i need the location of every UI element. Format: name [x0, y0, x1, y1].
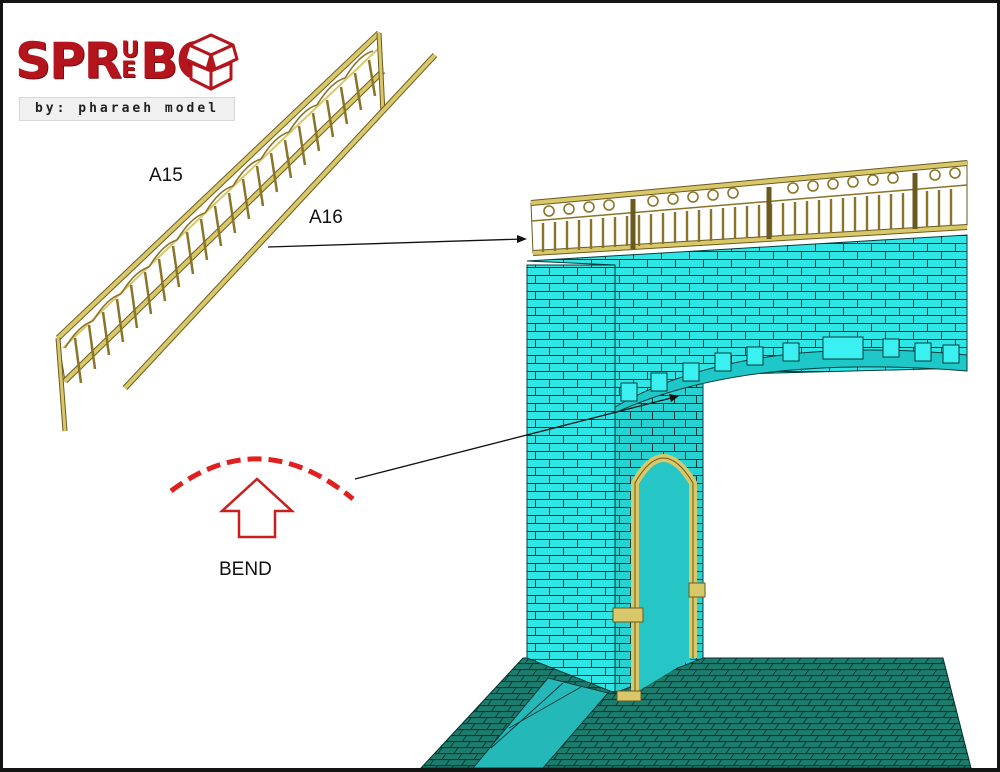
railing-installed [530, 160, 968, 256]
arch-underside [614, 349, 968, 414]
label-bend: BEND [219, 559, 272, 580]
steps [472, 677, 609, 768]
railing-part-a15 [55, 30, 386, 432]
logo-word-mid-bottom: E [121, 58, 137, 83]
bridge-structure [420, 234, 972, 768]
diagram-canvas: SPR U E BO by: pharaeh model [3, 3, 997, 768]
doorway [634, 457, 694, 693]
bend-arrow-icon [218, 477, 296, 539]
logo-byline: by: pharaeh model [19, 97, 235, 121]
label-a15: A15 [149, 165, 183, 186]
rail-part-a16 [122, 52, 438, 391]
box-icon [183, 33, 239, 91]
spruebox-logo: SPR U E BO by: pharaeh model [15, 31, 239, 123]
assembly-diagram [55, 30, 972, 768]
logo-word-start: SPR [15, 32, 122, 90]
bend-curve-dashes [169, 456, 355, 501]
arrow-a16-to-railing [267, 235, 527, 248]
arrow-bend-to-arch [354, 394, 679, 480]
label-a16: A16 [309, 207, 343, 228]
logo-word-mid-top: U [121, 38, 140, 63]
pier-front-face [526, 264, 616, 694]
logo-word-mid: U E [121, 38, 140, 83]
